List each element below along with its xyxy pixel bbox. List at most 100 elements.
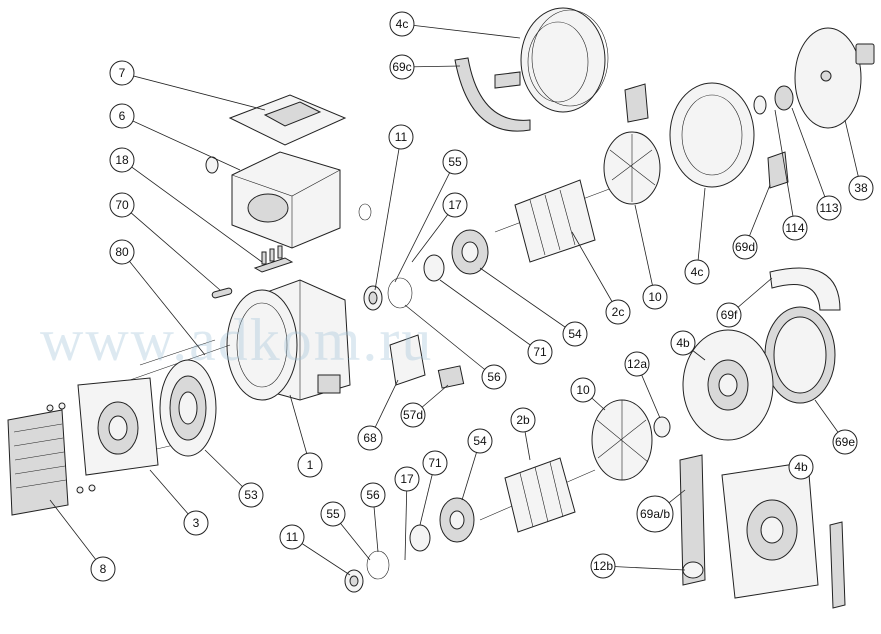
part-70-bolt	[211, 287, 233, 299]
callout-113: 113	[816, 195, 842, 221]
callout-label: 17	[400, 472, 414, 486]
callout-label: 18	[115, 153, 129, 167]
callout-label: 114	[785, 221, 804, 235]
leader-line-10_top	[634, 204, 656, 298]
leader-line-18	[121, 159, 263, 263]
callout-label: 4b	[794, 460, 808, 474]
part-68-bracket	[389, 334, 426, 386]
callout-2b: 2b	[510, 407, 536, 433]
callout-label: 10	[648, 290, 662, 304]
callout-label: 2b	[516, 413, 530, 427]
part-4b-endshield-top	[682, 329, 774, 441]
part-11-bearing-low	[344, 569, 364, 593]
leader-line-8	[49, 499, 104, 570]
callout-10_low: 10	[570, 377, 596, 403]
callout-label: 3	[193, 516, 200, 530]
callout-71_low: 71	[422, 450, 448, 476]
callout-label: 71	[428, 456, 442, 470]
part-71-diode-plate-top	[423, 254, 445, 282]
callout-1: 1	[297, 452, 323, 478]
callout-114: 114	[782, 215, 808, 241]
callout-circle	[636, 495, 674, 533]
part-38-coupling-disc	[794, 27, 875, 129]
part-4b-endshield-low	[721, 461, 846, 609]
part-113-bearing	[774, 85, 794, 111]
part-69ab-screen	[679, 454, 706, 586]
callout-label: 1	[307, 458, 314, 472]
part-1-stator-frame	[226, 279, 351, 401]
callout-12b: 12b	[590, 553, 616, 579]
part-56-circlip-top	[387, 277, 413, 309]
callout-circle	[788, 454, 814, 480]
callout-circle	[183, 510, 209, 536]
part-56-circlip-low	[366, 550, 390, 580]
callout-71_top: 71	[527, 339, 553, 365]
callout-label: 17	[448, 198, 462, 212]
callout-label: 4b	[676, 336, 690, 350]
callout-circle	[320, 501, 346, 527]
part-10-fan-top	[603, 131, 661, 205]
callout-circle	[422, 450, 448, 476]
callout-label: 11	[395, 130, 408, 144]
callout-label: 71	[533, 345, 547, 359]
callout-12a: 12a	[624, 351, 650, 377]
part-54-exciter-rotor-low	[439, 497, 475, 543]
callout-54_low: 54	[467, 428, 493, 454]
leader-line-7	[121, 72, 266, 111]
callout-17_top: 17	[442, 192, 468, 218]
leader-line-17_low	[404, 478, 408, 561]
callout-circle	[357, 425, 383, 451]
callout-circle	[562, 321, 588, 347]
callout-label: 54	[568, 327, 582, 341]
part-114-bearing	[753, 95, 767, 115]
part-3-endshield	[77, 377, 159, 476]
callout-53: 53	[238, 482, 264, 508]
callout-circle	[848, 175, 874, 201]
callout-circle	[605, 299, 631, 325]
callout-label: 68	[363, 431, 377, 445]
callout-69d: 69d	[732, 234, 758, 260]
callout-3: 3	[183, 510, 209, 536]
callout-circle	[109, 239, 135, 265]
callout-circle	[388, 124, 414, 150]
callout-7: 7	[109, 60, 135, 86]
leader-line-4c_top	[401, 23, 521, 39]
leader-line-114	[774, 109, 796, 229]
part-69d-screen	[767, 151, 789, 189]
callout-circle	[109, 147, 135, 173]
watermark-text: www.adkom.ru	[40, 307, 433, 373]
callout-circle	[624, 351, 650, 377]
callout-label: 57d	[403, 408, 423, 422]
callout-circle	[816, 195, 842, 221]
callout-label: 53	[244, 488, 258, 502]
callout-circle	[442, 192, 468, 218]
callout-circle	[109, 60, 135, 86]
callout-11_low: 11	[279, 524, 305, 550]
callout-8: 8	[90, 556, 116, 582]
part-69f-cover	[769, 267, 841, 311]
callout-circle	[782, 215, 808, 241]
callout-circle	[642, 284, 668, 310]
callout-circle	[360, 482, 386, 508]
callout-4b_top: 4b	[670, 330, 696, 356]
leader-line-55_top	[394, 161, 456, 283]
callout-circle	[590, 553, 616, 579]
callout-label: 10	[576, 383, 590, 397]
callout-circle	[510, 407, 536, 433]
callout-6: 6	[109, 103, 135, 129]
callout-label: 4c	[691, 265, 704, 279]
callout-55_low: 55	[320, 501, 346, 527]
callout-circle	[109, 192, 135, 218]
part-12a-bearing	[653, 416, 671, 438]
callout-circle	[481, 364, 507, 390]
callout-circle	[732, 234, 758, 260]
callout-circle	[442, 149, 468, 175]
callout-2c: 2c	[605, 299, 631, 325]
callout-54_top: 54	[562, 321, 588, 347]
callout-label: 38	[854, 181, 868, 195]
callout-4b_low: 4b	[788, 454, 814, 480]
part-4c-ring-top	[520, 7, 609, 113]
callout-circle	[684, 259, 710, 285]
callout-circle	[670, 330, 696, 356]
callout-69c: 69c	[389, 54, 415, 80]
